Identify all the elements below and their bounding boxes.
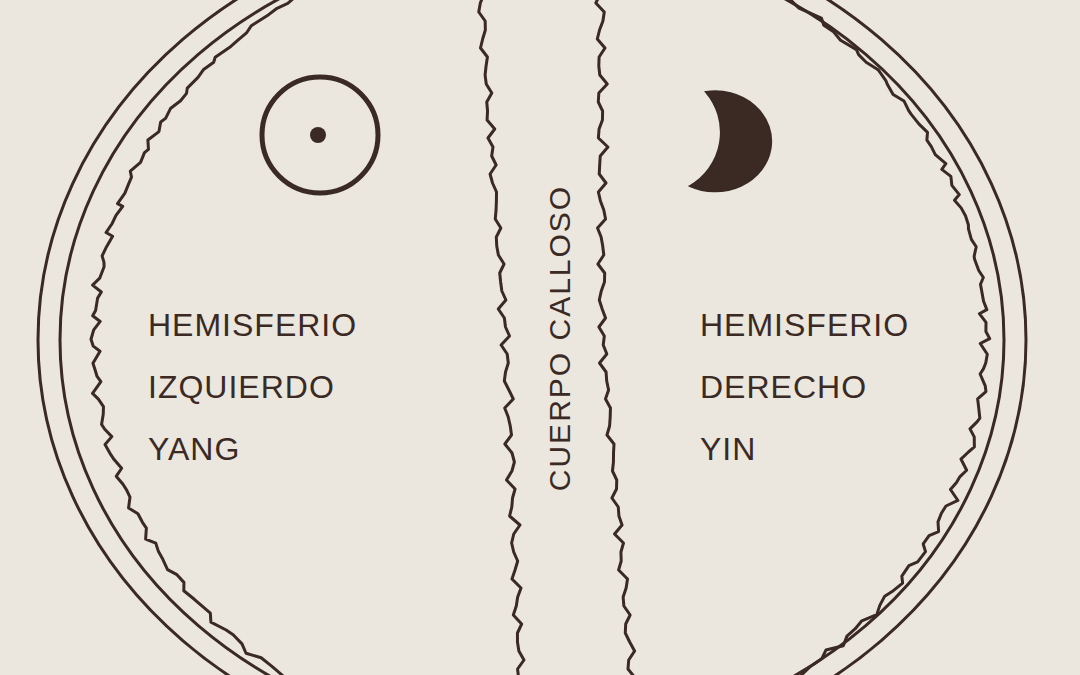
skull-inner-ring [60,0,1004,675]
sun-dot [310,127,326,143]
hemisphere-region: HEMISFERIO IZQUIERDO YANG [60,0,522,675]
moon-symbol [690,91,771,191]
hemisphere-label: HEMISFERIO IZQUIERDO YANG [148,294,357,480]
skull-outer-ring [38,0,1026,675]
sun-symbol [262,77,378,193]
hemisphere-label: HEMISFERIO DERECHO YIN [700,294,909,480]
hemisphere-medial-edge [596,0,635,675]
hemisphere-medial-edge [479,0,524,675]
band-label: CUERPO CALLOSO [543,184,577,490]
hemisphere-region: HEMISFERIO DERECHO YIN [596,0,1006,675]
corpus-callosum-band: CUERPO CALLOSO [516,0,604,675]
